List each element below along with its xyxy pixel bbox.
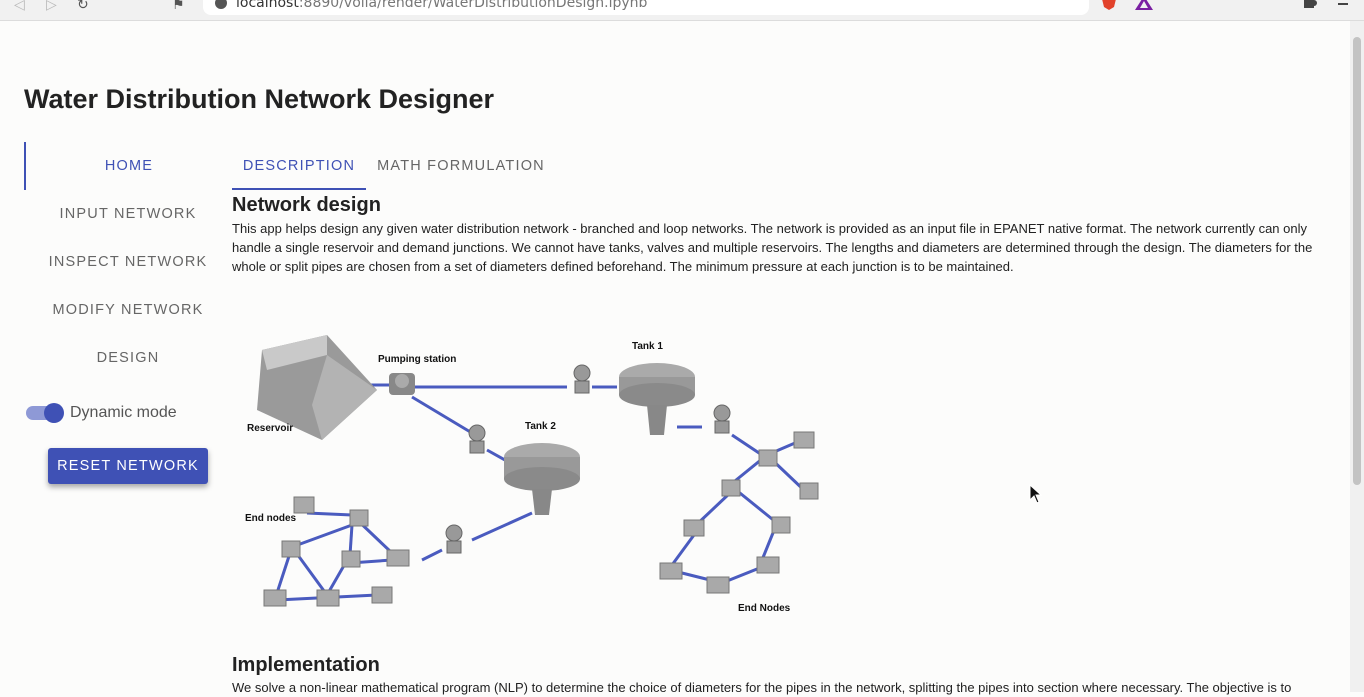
house-icons — [263, 431, 819, 607]
back-icon[interactable]: ◁ — [14, 0, 25, 12]
implementation-paragraph: We solve a non-linear mathematical progr… — [232, 680, 1292, 695]
reload-icon[interactable]: ↻ — [77, 0, 89, 12]
tank-2-icon — [504, 443, 580, 515]
menu-icon[interactable] — [1336, 0, 1350, 10]
section-title-network-design: Network design — [232, 194, 381, 216]
label-tank-1: Tank 1 — [632, 341, 663, 352]
rewards-triangle-icon[interactable] — [1135, 0, 1153, 10]
nav-item-home[interactable]: HOME — [24, 142, 232, 190]
reservoir-icon — [257, 335, 377, 440]
label-end-nodes-right: End Nodes — [738, 603, 791, 614]
network-diagram: Pumping station Tank 1 Tank 2 Reservoir … — [245, 335, 819, 614]
url-text: localhost:8890/voila/render/WaterDistrib… — [236, 0, 648, 11]
forward-icon[interactable]: ▷ — [46, 0, 57, 12]
mouse-cursor-icon — [1029, 484, 1043, 504]
label-tank-2: Tank 2 — [525, 421, 556, 432]
address-bar[interactable]: localhost:8890/voila/render/WaterDistrib… — [203, 0, 1089, 15]
nav-item-design[interactable]: DESIGN — [96, 350, 160, 366]
description-paragraph: This app helps design any given water di… — [232, 221, 1313, 274]
label-end-nodes-left: End nodes — [245, 513, 297, 524]
nav-item-modify-network[interactable]: MODIFY NETWORK — [52, 302, 204, 318]
nav-item-inspect-network[interactable]: INSPECT NETWORK — [48, 254, 208, 270]
toggle-label: Dynamic mode — [70, 404, 177, 421]
section-title-implementation: Implementation — [232, 654, 380, 676]
tab-description[interactable]: DESCRIPTION — [232, 142, 366, 190]
reset-network-button[interactable]: RESET NETWORK — [48, 448, 208, 484]
site-info-icon[interactable] — [215, 0, 227, 9]
browser-toolbar: ◁ ▷ ↻ ⚑ localhost:8890/voila/render/Wate… — [0, 0, 1364, 21]
label-pumping-station: Pumping station — [378, 354, 456, 365]
page-scrollbar[interactable] — [1350, 21, 1364, 692]
bookmark-icon[interactable]: ⚑ — [172, 0, 185, 12]
app-title: Water Distribution Network Designer — [24, 84, 495, 114]
left-nav: HOME INPUT NETWORK INSPECT NETWORK MODIF… — [24, 142, 232, 382]
dynamic-mode-toggle[interactable]: Dynamic mode — [26, 402, 226, 426]
nav-item-input-network[interactable]: INPUT NETWORK — [59, 206, 197, 222]
extensions-puzzle-icon[interactable] — [1302, 0, 1318, 10]
brave-shield-icon[interactable] — [1101, 0, 1117, 10]
label-reservoir: Reservoir — [247, 423, 293, 434]
valve-icons — [445, 364, 731, 554]
pump-icon — [389, 373, 415, 395]
tab-math-formulation[interactable]: MATH FORMULATION — [377, 158, 545, 174]
toggle-knob[interactable] — [44, 403, 64, 423]
tank-1-icon — [619, 363, 695, 435]
scrollbar-thumb[interactable] — [1353, 37, 1361, 485]
